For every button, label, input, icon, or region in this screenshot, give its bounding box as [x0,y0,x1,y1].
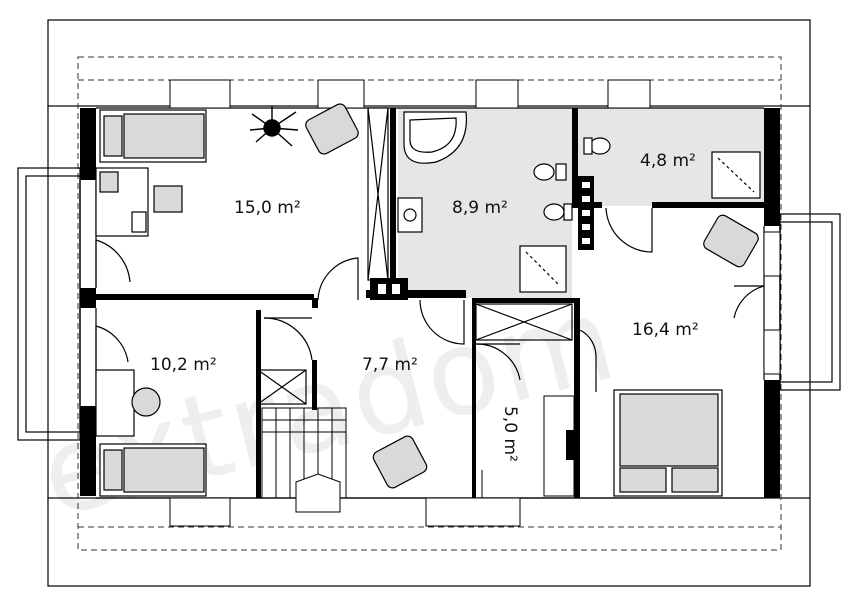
wc-fixtures [583,137,761,199]
room-label-wc: 4,8 m² [640,151,696,171]
room-label-bedroom-sw: 10,2 m² [150,355,217,375]
doors [95,207,765,392]
bathtub [403,111,468,164]
desk-nw [95,167,183,237]
storage-box [257,303,573,405]
staircase [261,407,347,513]
room-label-bedroom-se: 16,4 m² [632,320,699,340]
toilet-bath [533,163,573,221]
eaves-line [77,56,782,551]
armchair-hall [372,435,428,489]
room-label-bedroom-nw: 15,0 m² [234,198,301,218]
bed-double [613,389,723,497]
armchair-se [703,214,759,268]
wardrobe [481,395,575,498]
armchair-nw [305,103,359,155]
chimney [370,278,408,300]
shower-bath [519,245,567,293]
windows [169,79,781,527]
room-label-storage: 5,0 m² [500,406,520,462]
sink-bath [397,197,423,233]
bed-sw [99,443,207,497]
room-label-hall: 7,7 m² [362,355,418,375]
plant [249,106,299,147]
bed-nw [99,109,207,163]
vent-shaft [566,176,594,460]
shaft [367,107,389,281]
room-label-bathroom: 8,9 m² [452,198,508,218]
desk-sw [95,369,161,437]
outer-walls [80,108,780,498]
